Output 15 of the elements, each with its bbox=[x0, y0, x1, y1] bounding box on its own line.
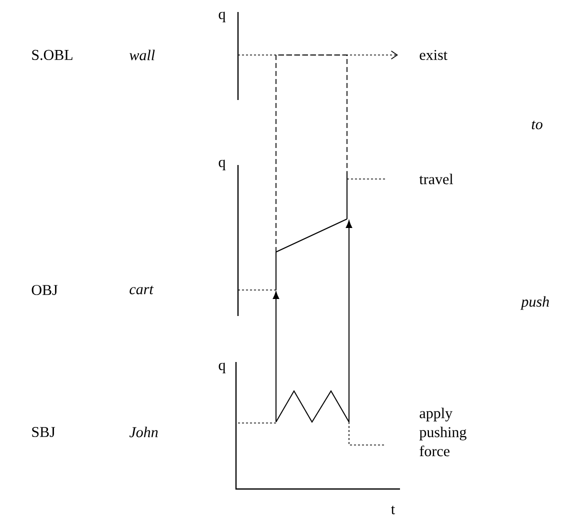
axis-label: q bbox=[218, 362, 226, 374]
participant-label: wall bbox=[130, 50, 155, 60]
axis-label: q bbox=[218, 12, 226, 22]
role-label: S.OBL bbox=[32, 50, 72, 60]
verb-label: to bbox=[532, 120, 542, 130]
role-label: OBJ bbox=[32, 284, 58, 296]
participant-label: John bbox=[129, 426, 158, 438]
event-label: travel bbox=[419, 174, 454, 184]
axis-label: q bbox=[218, 160, 226, 170]
participant-label: cart bbox=[130, 286, 154, 294]
event-label: exist bbox=[420, 50, 448, 60]
verb-label: push bbox=[520, 296, 549, 310]
role-label: SBJ bbox=[32, 426, 56, 438]
axis-label: t bbox=[391, 506, 395, 514]
event-label: apply pushing force bbox=[419, 408, 466, 456]
